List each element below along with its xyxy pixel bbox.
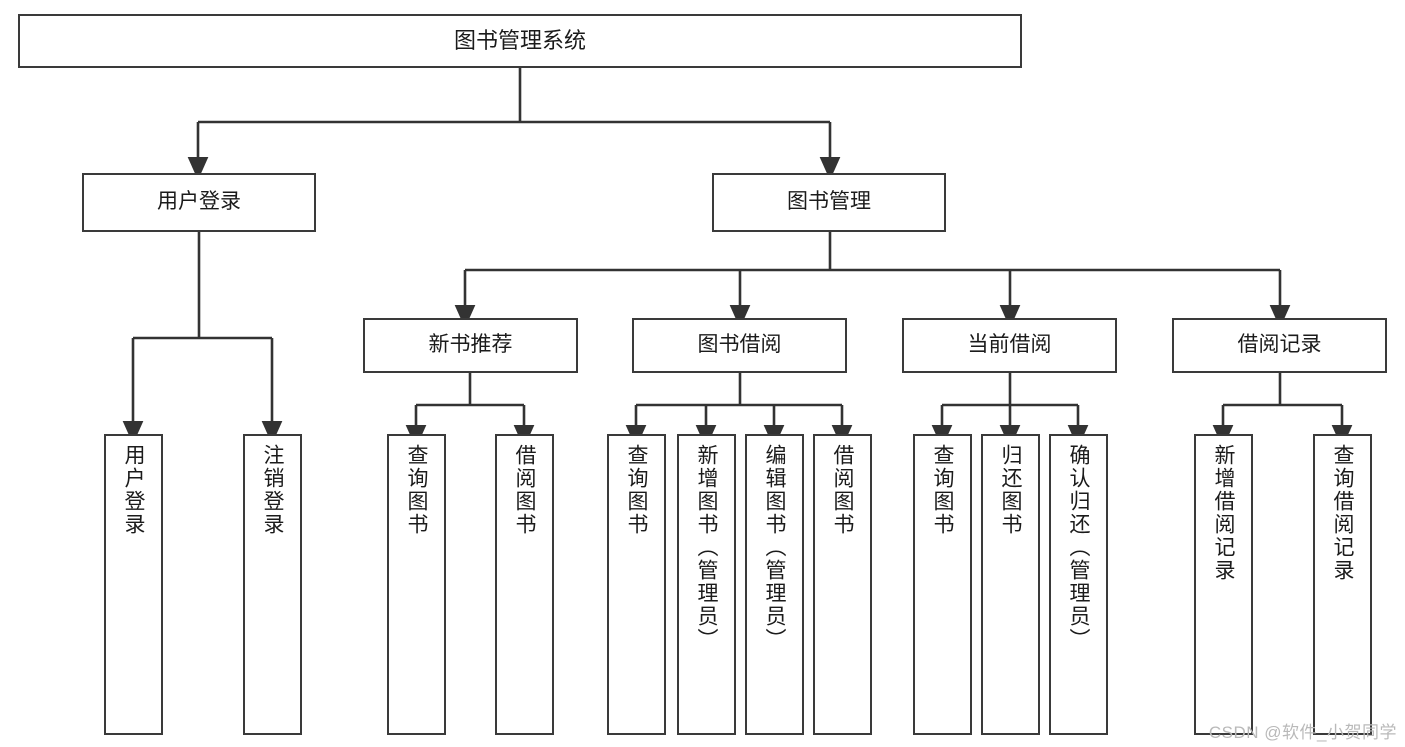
node-label: 归还图书: [999, 444, 1022, 536]
node-label: 查询图书: [625, 444, 648, 536]
watermark-text: CSDN @软件_小贺同学: [1208, 723, 1397, 742]
node-root-book-management-system[interactable]: 图书管理系统: [18, 14, 1022, 68]
leaf-new-book-query-book[interactable]: 查询图书: [387, 434, 446, 735]
leaf-borrow-record-add-record[interactable]: 新增借阅记录: [1194, 434, 1253, 735]
node-label: 图书管理系统: [453, 28, 586, 54]
node-label: 借阅图书: [831, 444, 854, 536]
leaf-book-borrow-edit-book-admin[interactable]: 编辑图书（管理员）: [745, 434, 804, 735]
leaf-book-borrow-query-book[interactable]: 查询图书: [607, 434, 666, 735]
node-label: 当前借阅: [967, 333, 1052, 357]
node-label: 新书推荐: [428, 333, 513, 357]
node-label: 用户登录: [157, 190, 241, 214]
leaf-current-borrow-return-book[interactable]: 归还图书: [981, 434, 1040, 735]
node-label: 查询借阅记录: [1331, 444, 1354, 582]
node-label: 注销登录: [261, 444, 284, 536]
node-new-book-recommend[interactable]: 新书推荐: [363, 318, 578, 373]
node-label: 编辑图书（管理员）: [763, 444, 786, 651]
leaf-user-login-logout[interactable]: 注销登录: [243, 434, 302, 735]
leaf-book-borrow-add-book-admin[interactable]: 新增图书（管理员）: [677, 434, 736, 735]
node-current-borrow[interactable]: 当前借阅: [902, 318, 1117, 373]
leaf-user-login-login[interactable]: 用户登录: [104, 434, 163, 735]
node-label: 查询图书: [405, 444, 428, 536]
node-label: 借阅图书: [513, 444, 536, 536]
node-label: 用户登录: [122, 444, 145, 536]
node-book-borrow[interactable]: 图书借阅: [632, 318, 847, 373]
node-label: 图书管理: [787, 190, 871, 214]
leaf-new-book-borrow-book[interactable]: 借阅图书: [495, 434, 554, 735]
node-book-management[interactable]: 图书管理: [712, 173, 946, 232]
leaf-current-borrow-query-book[interactable]: 查询图书: [913, 434, 972, 735]
node-label: 新增借阅记录: [1212, 444, 1235, 582]
leaf-book-borrow-borrow-book[interactable]: 借阅图书: [813, 434, 872, 735]
node-label: 新增图书（管理员）: [695, 444, 718, 651]
node-label: 图书借阅: [697, 333, 782, 357]
leaf-current-borrow-confirm-return-admin[interactable]: 确认归还（管理员）: [1049, 434, 1108, 735]
node-user-login[interactable]: 用户登录: [82, 173, 316, 232]
node-label: 查询图书: [931, 444, 954, 536]
node-label: 确认归还（管理员）: [1067, 444, 1090, 651]
node-borrow-record[interactable]: 借阅记录: [1172, 318, 1387, 373]
node-label: 借阅记录: [1237, 333, 1322, 357]
leaf-borrow-record-query-record[interactable]: 查询借阅记录: [1313, 434, 1372, 735]
